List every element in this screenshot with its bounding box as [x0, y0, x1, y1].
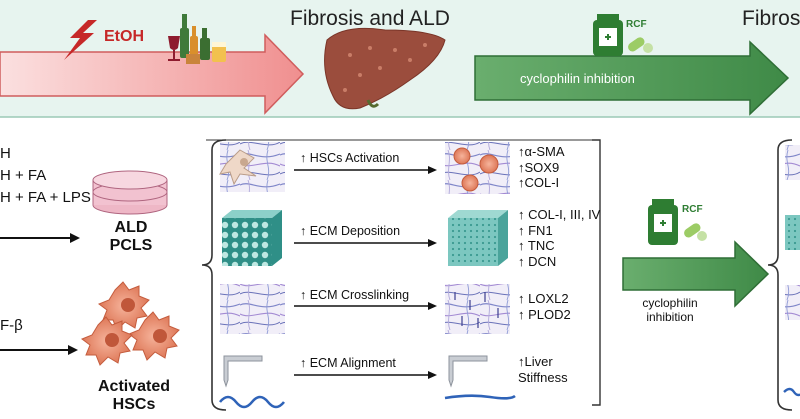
crosslinking-arrowhead	[428, 302, 437, 310]
activated-hsc-small-icon	[453, 147, 499, 192]
lower-rcf-label: RCF	[682, 204, 703, 215]
rcf-bottle-icon	[593, 14, 623, 56]
marker-item: ↑ FN1	[518, 222, 553, 238]
banner-arrow-label: cyclophilin inhibition	[520, 71, 635, 86]
green-treatment-arrow	[474, 40, 790, 116]
preview-tile-1	[785, 145, 800, 180]
crosslinks-icon	[454, 292, 499, 328]
condition-4: F-β	[0, 317, 23, 334]
step-label-activation: ↑ HSCs Activation	[300, 151, 400, 165]
marker-item: Stiffness	[518, 369, 568, 385]
condition-1: H	[0, 145, 11, 162]
etoh-label: EtOH	[104, 28, 144, 45]
rcf-bottle-icon-lower	[648, 199, 678, 245]
markers-alignment: ↑Liver Stiffness	[518, 354, 568, 385]
hsc-label: Activated HSCs	[86, 378, 182, 415]
step-label-deposition: ↑ ECM Deposition	[300, 224, 401, 238]
pcls-arrowhead	[70, 233, 80, 243]
markers-crosslinking: ↑ LOXL2 ↑ PLOD2	[518, 291, 571, 322]
results-bracket	[592, 139, 601, 406]
preview-wave	[783, 387, 800, 397]
activation-arrowhead	[428, 166, 437, 174]
marker-item: ↑ PLOD2	[518, 306, 571, 322]
probe-icon-before	[223, 355, 263, 388]
lower-cyclophilin-label: cyclophilin inhibition	[620, 296, 720, 325]
cyclo-line1: cyclophilin	[642, 296, 698, 310]
condition-3: H + FA + LPS	[0, 189, 91, 206]
hsc-label-line2: HSCs	[112, 396, 156, 414]
deposition-arrowhead	[428, 239, 437, 247]
condition-2: H + FA	[0, 167, 47, 184]
marker-item: ↑ DCN	[518, 253, 557, 269]
ecm-cube-after	[448, 210, 508, 266]
pcls-label: ALD PCLS	[96, 219, 166, 256]
pcls-dish-icon	[92, 170, 168, 215]
activated-hsc-cells-icon	[80, 281, 180, 366]
marker-item: ↑COL-I	[518, 175, 560, 191]
pcls-label-line2: PCLS	[109, 237, 153, 255]
flat-tissue-after	[444, 394, 516, 400]
marker-item: ↑ COL-I, III, IV	[518, 207, 601, 222]
marker-item: ↑ LOXL2	[518, 291, 569, 306]
banner-title-center: Fibrosis and ALD	[290, 7, 450, 30]
probe-icon-after	[448, 355, 488, 388]
marker-item: ↑SOX9	[518, 159, 560, 175]
left-brace	[201, 139, 227, 411]
marker-item: ↑Liver	[518, 354, 553, 369]
preview-tile-2	[785, 215, 800, 250]
marker-item: ↑α-SMA	[518, 144, 565, 159]
ecm-cube-before	[222, 210, 282, 266]
preview-tile-3	[785, 285, 800, 320]
cyclo-line2: inhibition	[646, 310, 694, 325]
alignment-arrowhead	[428, 371, 437, 379]
quiescent-hsc-icon	[218, 149, 257, 186]
banner-rcf-label: RCF	[626, 19, 647, 30]
hsc-arrowhead	[68, 345, 78, 355]
banner-title-right: Fibros	[742, 7, 800, 30]
markers-deposition: ↑ COL-I, III, IV ↑ FN1 ↑ TNC ↑ DCN	[518, 207, 600, 269]
hsc-label-line1: Activated	[97, 378, 171, 395]
pill-icon-lower	[684, 223, 707, 241]
pcls-label-line1: ALD	[114, 219, 148, 236]
fibers-before-crosslinking	[220, 284, 285, 334]
alcohol-bottles-icon	[168, 14, 226, 64]
wavy-tissue-before	[218, 395, 286, 409]
lightning-icon	[64, 20, 97, 60]
treatment-arrow-lower	[622, 240, 770, 308]
step-label-crosslinking: ↑ ECM Crosslinking	[300, 288, 410, 302]
step-label-alignment: ↑ ECM Alignment	[300, 356, 396, 370]
marker-item: ↑ TNC	[518, 238, 555, 254]
pill-icon	[628, 37, 653, 53]
right-brace	[767, 139, 793, 411]
red-progression-arrow	[0, 33, 305, 115]
markers-activation: ↑α-SMA ↑SOX9 ↑COL-I	[518, 144, 565, 191]
liver-icon	[324, 27, 446, 110]
